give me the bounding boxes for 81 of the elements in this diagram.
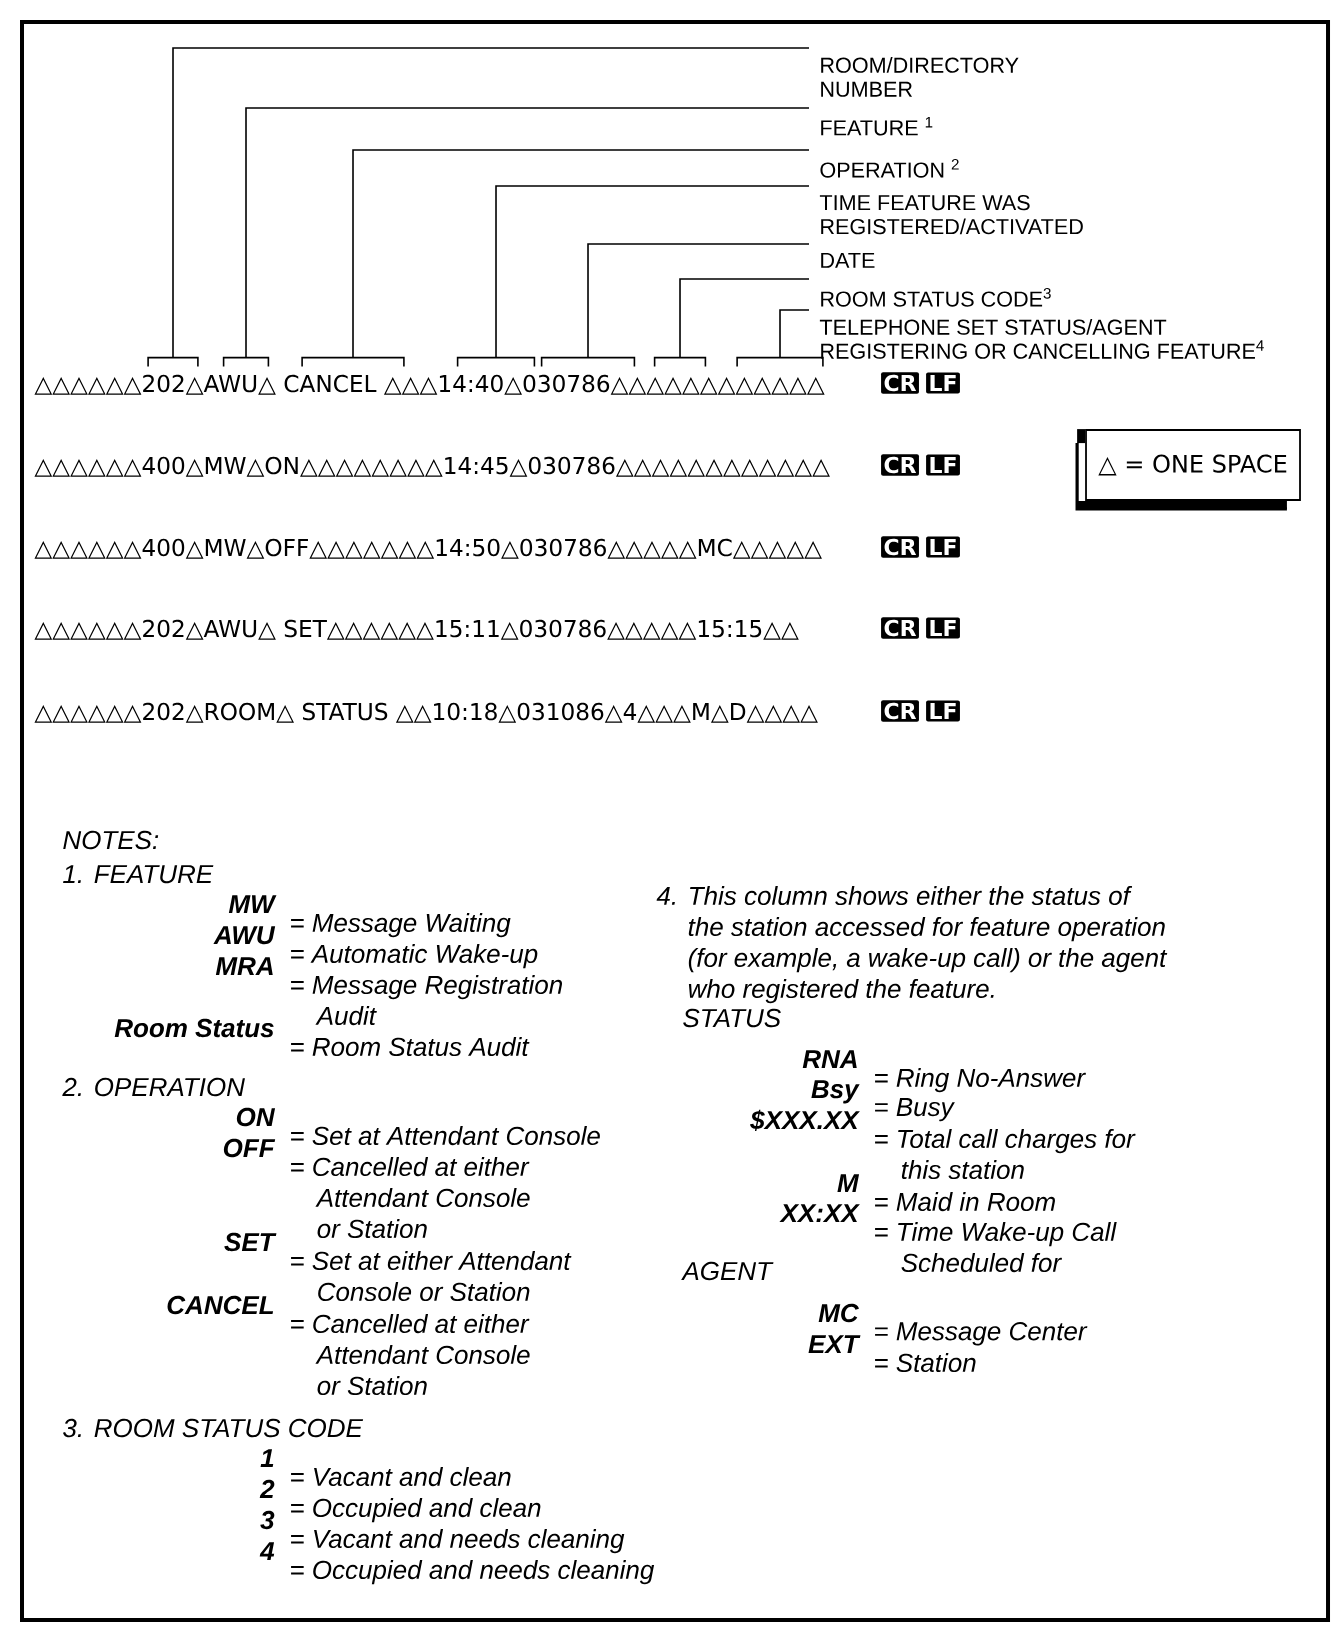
control-code-box: LF <box>926 372 960 394</box>
definition: = Vacant and clean <box>291 1467 511 1487</box>
definition: = Station <box>875 1353 976 1373</box>
leader-line <box>172 47 810 359</box>
note-heading: NOTES: <box>63 830 159 850</box>
leader-line <box>245 107 810 359</box>
legend-box: △ = ONE SPACE <box>1075 429 1301 511</box>
record-line: △△△△△△400△MW△ON△△△△△△△△14:45△030786△△△△△△△△△△△△ <box>34 456 830 477</box>
definition: = Set at Attendant Console <box>291 1126 600 1146</box>
definition: = Message Center <box>875 1322 1088 1346</box>
abbreviation: MC <box>818 1303 859 1323</box>
note-heading: AGENT <box>681 1261 774 1281</box>
definition: = Total call charges for this station <box>875 1129 1136 1180</box>
record-line: △△△△△△202△AWU△ CANCEL △△△14:40△030786△△△△△△△△△△△△ <box>34 374 825 395</box>
abbreviation: EXT <box>808 1335 861 1353</box>
record-line: △△△△△△400△MW△OFF△△△△△△△14:50△030786△△△△△MC△△△△△ <box>34 538 822 559</box>
callout-label: OPERATION $^{2}$ <box>820 159 959 178</box>
definition: = Ring No-Answer <box>875 1068 1086 1093</box>
abbreviation: Bsy <box>811 1080 860 1104</box>
control-code-box: CR <box>881 617 919 639</box>
abbreviation: 4 <box>259 1542 275 1560</box>
bracket <box>301 356 405 368</box>
leader-line <box>495 185 810 359</box>
definition: = Cancelled at either Attendant Console or Station <box>291 1157 530 1239</box>
control-code-box: LF <box>926 454 960 476</box>
leader-line <box>587 243 810 359</box>
bracket <box>222 356 270 368</box>
definition: = Maid in Room <box>875 1192 1055 1212</box>
definition: = Message Registration Audit <box>291 975 562 1026</box>
control-code-box: LF <box>926 617 960 639</box>
definition: = Message Waiting <box>291 913 511 938</box>
definition: = Busy <box>875 1098 955 1122</box>
definition: = Occupied and needs cleaning <box>291 1560 655 1585</box>
definition: = Set at either Attendant Console or Station <box>291 1251 572 1302</box>
abbreviation: M <box>837 1174 860 1192</box>
abbreviation: AWU <box>213 926 276 945</box>
definition: = Vacant and needs cleaning <box>291 1529 625 1554</box>
definition: = Cancelled at either Attendant Console or Station <box>291 1314 530 1396</box>
note-heading: 3. ROOM STATUS CODE <box>63 1418 364 1438</box>
callout-label: ROOM STATUS CODE$^{3}$ <box>821 288 1051 307</box>
bracket <box>540 356 636 368</box>
callout-label: TELEPHONE SET STATUS/AGENT REGISTERING OR CANCELLING FEATURE$^{4}$ <box>819 319 1264 359</box>
note-heading: 2. OPERATION <box>62 1077 245 1097</box>
abbreviation: RNA <box>802 1050 857 1068</box>
abbreviation: CANCEL <box>167 1295 274 1315</box>
definition: = Time Wake-up Call Scheduled for <box>875 1222 1117 1273</box>
abbreviation: XX:XX <box>779 1204 860 1222</box>
bracket <box>147 356 199 368</box>
record-line: △△△△△△202△ROOM△ STATUS △△10:18△031086△4△△△M△D△△△△ <box>34 702 818 723</box>
abbreviation: SET <box>224 1232 277 1252</box>
bracket <box>456 356 536 368</box>
callout-label: ROOM/DIRECTORY NUMBER <box>821 57 1019 97</box>
abbreviation: 1 <box>260 1449 274 1467</box>
note-heading: 1. FEATURE <box>63 865 214 884</box>
control-code-box: LF <box>926 536 960 558</box>
abbreviation: MW <box>228 895 277 913</box>
control-code-box: CR <box>881 700 919 722</box>
definition: = Automatic Wake-up <box>291 944 538 969</box>
abbreviation: 3 <box>260 1510 275 1530</box>
control-code-box: CR <box>881 454 919 476</box>
bracket <box>653 356 707 368</box>
control-code-box: LF <box>926 700 960 722</box>
callout-label: FEATURE $^{1}$ <box>821 117 933 136</box>
leader-line <box>779 309 810 359</box>
abbreviation: MRA <box>215 957 273 975</box>
definition: = Room Status Audit <box>291 1037 530 1057</box>
note-heading: STATUS <box>683 1008 781 1028</box>
control-code-box: CR <box>881 372 919 394</box>
abbreviation: ON <box>236 1107 276 1127</box>
abbreviation: 2 <box>259 1479 275 1498</box>
definition: = Occupied and clean <box>291 1498 541 1523</box>
callout-label: TIME FEATURE WAS REGISTERED/ACTIVATED <box>819 195 1083 235</box>
note-text: 4. This column shows either the status of the station accessed for feature operation (for example, a wake-up call) or the agent who registered the feature. <box>656 886 1168 1004</box>
abbreviation: OFF <box>223 1138 276 1158</box>
abbreviation: $XXX.XX <box>750 1109 860 1131</box>
callout-label: DATE <box>821 253 875 268</box>
leader-line <box>679 278 810 359</box>
record-line: △△△△△△202△AWU△ SET△△△△△△15:11△030786△△△△△15:15△△ <box>34 619 799 640</box>
leader-line <box>352 149 810 359</box>
control-code-box: CR <box>881 536 919 558</box>
abbreviation: Room Status <box>114 1018 274 1038</box>
